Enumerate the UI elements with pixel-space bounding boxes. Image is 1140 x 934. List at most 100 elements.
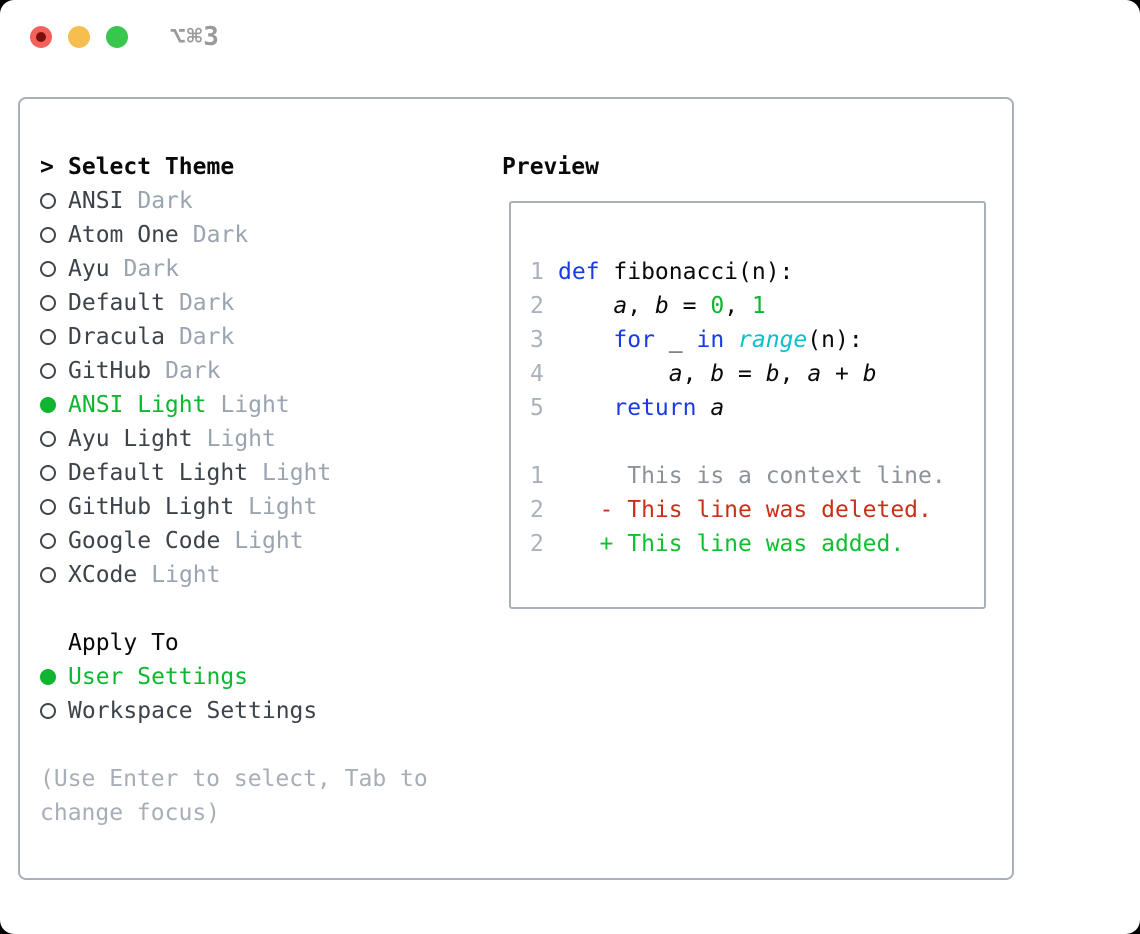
radio-icon [40, 363, 68, 379]
code-token: 1 [751, 293, 766, 319]
line-number: 2 [530, 531, 544, 557]
code-token: a [807, 361, 822, 387]
help-hint-line1: (Use Enter to select, Tab to [40, 766, 428, 792]
radio-icon [40, 329, 68, 345]
radio-icon [40, 397, 68, 413]
main-panel: > Select Theme ANSI Dark Atom [18, 97, 1014, 880]
theme-name: Ayu [68, 256, 110, 282]
code-token: = [724, 361, 766, 387]
radio-icon [40, 465, 68, 481]
theme-option[interactable]: ANSI Dark [40, 184, 428, 218]
theme-option[interactable]: Ayu Dark [40, 252, 428, 286]
line-number: 2 [530, 497, 544, 523]
spacer [40, 592, 428, 626]
code-token: , [779, 361, 808, 387]
zoom-button[interactable] [106, 26, 128, 48]
code-line: 5 return a [530, 391, 984, 425]
titlebar: ⌥⌘3 [0, 0, 1140, 74]
theme-name: Ayu Light [68, 426, 193, 452]
theme-option[interactable]: Dracula Dark [40, 320, 428, 354]
code-token: 0 [710, 293, 725, 319]
theme-option[interactable]: ANSI Light Light [40, 388, 428, 422]
code-token [558, 395, 613, 421]
code-token: for [613, 327, 655, 353]
theme-option[interactable]: Ayu Light Light [40, 422, 428, 456]
code-token: a [613, 293, 628, 319]
theme-variant-tag: Light [262, 460, 332, 486]
code-token: , [682, 361, 711, 387]
code-token: a [710, 395, 725, 421]
code-token: b [654, 293, 669, 319]
theme-variant-tag: Dark [123, 256, 179, 282]
theme-variant-tag: Light [206, 426, 276, 452]
code-token: + This line was added. [558, 531, 905, 557]
theme-option[interactable]: Default Dark [40, 286, 428, 320]
cursor-prompt-icon: > [40, 154, 54, 180]
code-token [558, 327, 613, 353]
theme-name: ANSI Light [68, 392, 207, 418]
code-token: b [710, 361, 725, 387]
theme-list: ANSI Dark Atom One Dark Ayu [40, 184, 428, 592]
theme-variant-tag: Light [151, 562, 221, 588]
theme-variant-tag: Light [248, 494, 318, 520]
theme-option[interactable]: Default Light Light [40, 456, 428, 490]
window-shortcut-label: ⌥⌘3 [170, 22, 220, 52]
radio-icon [40, 499, 68, 515]
code-token: , [724, 293, 752, 319]
code-token [696, 395, 710, 421]
code-token: This is a context line. [558, 463, 946, 489]
theme-variant-tag: Dark [165, 358, 221, 384]
radio-icon [40, 669, 68, 685]
help-hint-line2: change focus) [40, 800, 221, 826]
theme-variant-tag: Light [220, 392, 290, 418]
code-token: = [668, 293, 711, 319]
close-button[interactable] [30, 26, 52, 48]
code-token: - This line was deleted. [558, 497, 932, 523]
apply-to-title: Apply To [68, 630, 179, 656]
code-line: 2 - This line was deleted. [530, 493, 984, 527]
apply-to-option[interactable]: User Settings [40, 660, 428, 694]
theme-option[interactable]: GitHub Dark [40, 354, 428, 388]
radio-icon [40, 703, 68, 719]
radio-icon [40, 295, 68, 311]
apply-to-list: User Settings Workspace Settings [40, 660, 428, 728]
theme-name: Dracula [68, 324, 165, 350]
apply-to-option[interactable]: Workspace Settings [40, 694, 428, 728]
theme-variant-tag: Dark [137, 188, 193, 214]
code-token: (n): [807, 327, 863, 353]
radio-icon [40, 227, 68, 243]
code-token: fibonacci(n): [599, 259, 794, 285]
minimize-button[interactable] [68, 26, 90, 48]
theme-name: Google Code [68, 528, 221, 554]
preview-title: Preview [502, 154, 599, 180]
code-token: b [765, 361, 780, 387]
code-token: a [668, 361, 683, 387]
radio-icon [40, 261, 68, 277]
theme-select-column: > Select Theme ANSI Dark Atom [40, 150, 428, 830]
code-line: 1 This is a context line. [530, 459, 984, 493]
line-number: 5 [530, 395, 544, 421]
line-number: 3 [530, 327, 544, 353]
radio-icon [40, 193, 68, 209]
theme-name: Default Light [68, 460, 249, 486]
code-token [558, 293, 613, 319]
theme-option[interactable]: XCode Light [40, 558, 428, 592]
code-token: + [821, 361, 863, 387]
code-line [530, 425, 984, 459]
code-token [724, 327, 738, 353]
theme-variant-tag: Dark [178, 324, 235, 350]
theme-name: Default [68, 290, 165, 316]
theme-option[interactable]: Google Code Light [40, 524, 428, 558]
theme-option[interactable]: Atom One Dark [40, 218, 428, 252]
radio-icon [40, 533, 68, 549]
theme-option[interactable]: GitHub Light Light [40, 490, 428, 524]
code-line: 2 a, b = 0, 1 [530, 289, 984, 323]
radio-icon [40, 431, 68, 447]
select-theme-header: > Select Theme [40, 150, 428, 184]
code-token: _ [654, 327, 697, 353]
apply-to-label: User Settings [68, 664, 249, 690]
code-line: 3 for _ in range(n): [530, 323, 984, 357]
code-token: def [558, 259, 600, 285]
